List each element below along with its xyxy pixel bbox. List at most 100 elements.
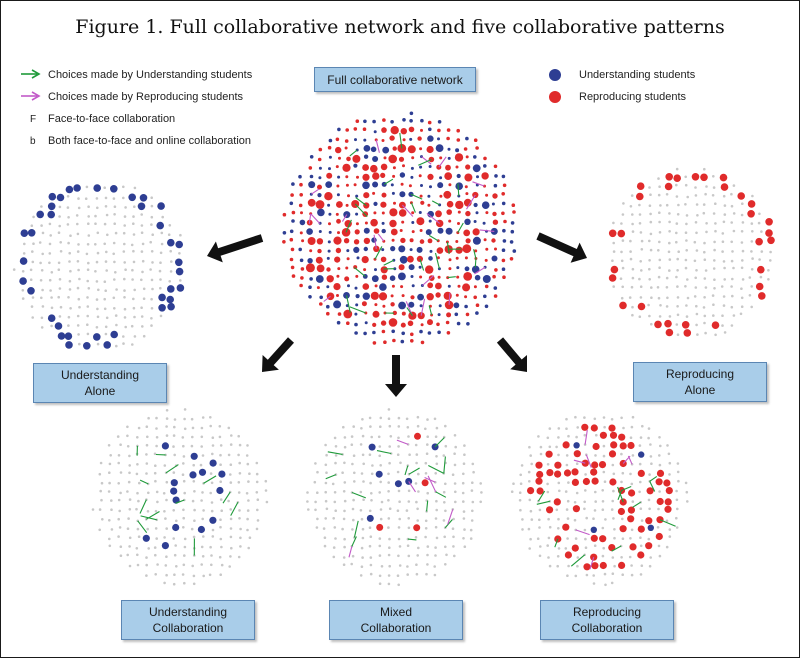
inactive-node [676,213,680,216]
student-node [419,239,425,244]
student-node [343,238,350,244]
inactive-node [407,526,411,530]
student-node [399,229,403,232]
inactive-node [138,481,141,485]
student-node [464,256,468,260]
student-node [673,174,681,182]
inactive-node [621,239,625,242]
inactive-node [94,270,97,273]
inactive-node [87,287,91,290]
inactive-node [369,563,373,567]
inactive-node [98,508,102,511]
student-node [333,300,342,309]
inactive-node [730,204,734,208]
student-node [509,240,514,244]
inactive-node [40,296,43,300]
inactive-node [584,537,587,541]
inactive-node [228,565,231,568]
inactive-node [426,418,429,421]
inactive-node [462,517,466,520]
inactive-node [722,194,726,198]
student-node [301,239,305,243]
inactive-node [629,239,632,243]
student-node [446,136,450,141]
inactive-node [713,248,716,252]
inactive-node [630,564,633,567]
student-node [591,562,599,570]
inactive-node [576,556,580,559]
inactive-node [629,537,632,540]
student-node [637,302,646,311]
collaboration-edge [404,465,409,476]
student-node [455,256,459,260]
inactive-node [621,266,625,270]
student-node [355,294,360,299]
inactive-node [433,417,437,421]
inactive-node [163,464,167,467]
inactive-node [425,510,428,513]
inactive-node [594,500,597,503]
collaboration-edge [345,295,351,313]
inactive-node [77,268,80,272]
inactive-node [547,556,550,559]
inactive-node [117,517,120,521]
inactive-node [105,269,108,272]
inactive-node [86,268,90,272]
inactive-node [453,554,456,558]
inactive-node [594,454,597,457]
student-node [483,294,487,299]
inactive-node [388,507,392,511]
collaboration-edge [474,258,477,268]
student-node [172,523,180,532]
student-node [409,238,414,243]
legend-understanding-choices: Choices made by Understanding students [20,64,252,86]
student-node [383,156,387,160]
student-node [408,301,415,308]
inactive-node [452,535,455,539]
inactive-node [137,426,141,430]
inactive-node [528,547,531,550]
inactive-node [639,573,643,576]
student-node [298,203,303,208]
inactive-node [170,260,173,263]
student-node [428,165,432,168]
student-node [363,119,367,124]
inactive-node [628,555,632,559]
student-node [166,295,174,304]
inactive-node [387,408,391,411]
student-node [189,471,197,479]
collaboration-edge [426,212,441,224]
inactive-node [100,481,104,485]
inactive-node [555,508,559,512]
student-node [47,202,56,211]
inactive-node [621,537,625,540]
student-node [344,276,350,282]
inactive-node [153,452,157,456]
inactive-node [159,286,162,290]
inactive-node [668,241,671,245]
student-node [493,286,498,290]
inactive-node [433,573,437,577]
inactive-node [147,547,150,550]
inactive-node [264,479,268,483]
inactive-node [99,461,103,465]
inactive-node [696,214,699,217]
student-node [493,183,498,188]
inactive-node [676,470,680,474]
collaboration-edge [426,500,429,512]
student-node [427,194,431,198]
inactive-node [154,464,157,468]
inactive-node [387,481,391,484]
inactive-node [361,418,364,421]
collaboration-edge [438,156,447,168]
student-node [464,266,470,272]
inactive-node [38,241,42,244]
student-node [428,127,432,132]
student-node [637,551,645,559]
inactive-node [103,222,107,226]
inactive-node [657,275,661,279]
legend-face-to-face-label: Face-to-face collaboration [48,113,176,125]
inactive-node [730,192,733,196]
inactive-node [325,471,328,475]
inactive-node [183,554,186,557]
